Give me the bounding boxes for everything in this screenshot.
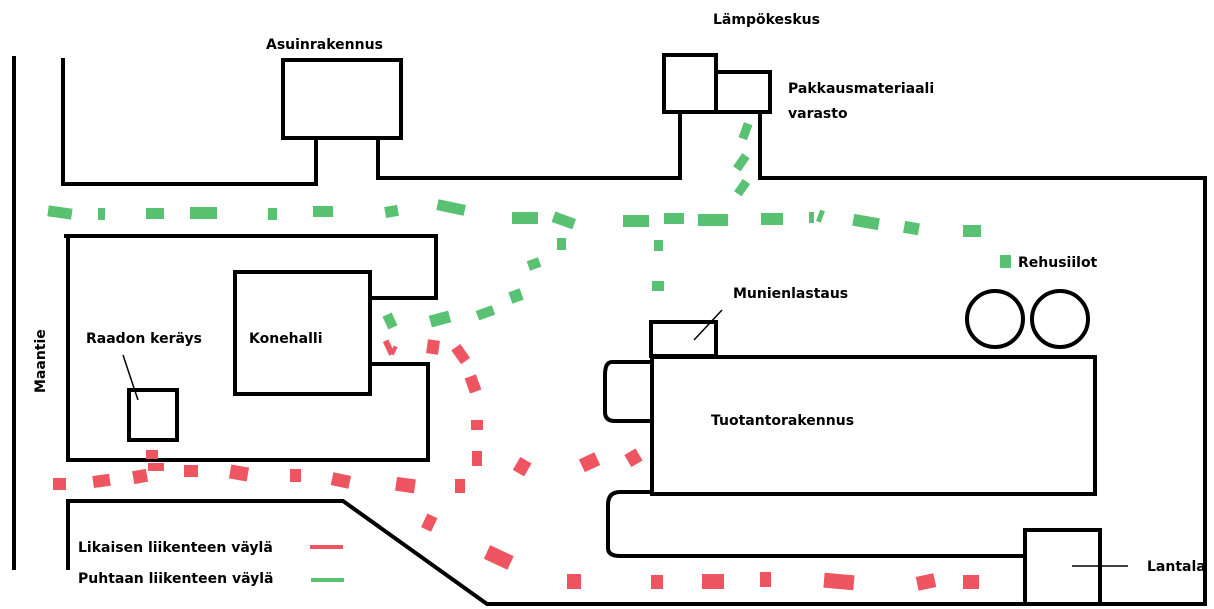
rehusiilot-label: Rehusiilot bbox=[1018, 255, 1098, 271]
asuinrakennus-building bbox=[281, 58, 403, 140]
munienlastaus-label: Munienlastaus bbox=[733, 286, 848, 302]
tuotantorakennus-label: Tuotantorakennus bbox=[711, 413, 854, 429]
legend: Likaisen liikenteen väylä Puhtaan liiken… bbox=[78, 540, 344, 587]
lantala-label: Lantala bbox=[1147, 559, 1206, 575]
clean-traffic-route bbox=[47, 122, 1011, 330]
lampokeskus-label: Lämpökeskus bbox=[713, 12, 820, 28]
tuotantorakennus-lower-wing bbox=[606, 490, 1027, 558]
pakkausmateriaali-label: Pakkausmateriaali bbox=[788, 81, 934, 97]
varasto-label: varasto bbox=[788, 106, 848, 122]
raadon-kerays-label: Raadon keräys bbox=[86, 331, 202, 347]
konehalli-yard bbox=[64, 234, 438, 462]
konehalli-label: Konehalli bbox=[249, 331, 323, 347]
dirty-traffic-route bbox=[53, 339, 979, 591]
legend-clean-label: Puhtaan liikenteen väylä bbox=[78, 571, 273, 587]
lantala-building bbox=[1023, 528, 1102, 606]
legend-dirty-label: Likaisen liikenteen väylä bbox=[78, 540, 273, 556]
munienlastaus-pointer bbox=[693, 309, 723, 341]
raadon-kerays-building bbox=[127, 388, 179, 442]
rehusiilo-2 bbox=[1030, 289, 1090, 349]
konehalli-building bbox=[233, 270, 372, 396]
munienlastaus-building bbox=[649, 320, 718, 358]
tuotantorakennus-annex bbox=[603, 360, 654, 423]
legend-dirty-swatch bbox=[310, 545, 343, 549]
yard-boundary bbox=[61, 58, 1207, 606]
tuotantorakennus-building bbox=[650, 355, 1097, 496]
asuinrakennus-label: Asuinrakennus bbox=[266, 37, 383, 53]
pakkausmateriaalivarasto-building bbox=[714, 70, 772, 114]
rehusiilo-1 bbox=[965, 289, 1025, 349]
legend-clean-swatch bbox=[311, 578, 344, 582]
maantie-label: Maantie bbox=[33, 329, 49, 393]
raadon-kerays-pointer bbox=[122, 354, 139, 401]
lampokeskus-building bbox=[662, 53, 718, 114]
